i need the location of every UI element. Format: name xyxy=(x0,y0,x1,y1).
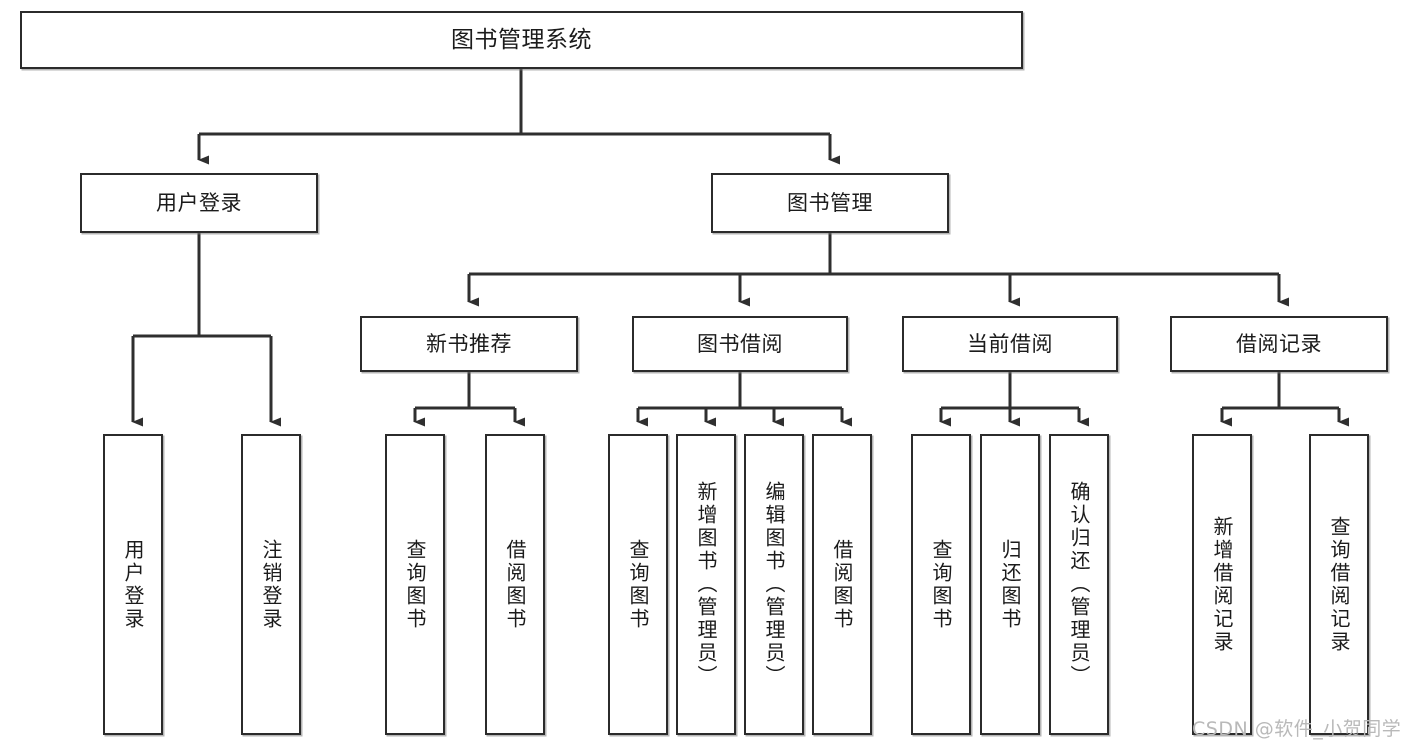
leaf-user-login-logout[interactable]: 注销登录 xyxy=(241,434,301,735)
csdn-watermark: CSDN @软件_小贺同学 xyxy=(1192,718,1402,740)
leaf-current-query-book-label: 查询图书 xyxy=(929,538,953,631)
node-book-borrow[interactable]: 图书借阅 xyxy=(632,316,848,372)
leaf-borrow-borrow-book-label: 借阅图书 xyxy=(830,538,854,631)
node-borrow-record-label: 借阅记录 xyxy=(1236,331,1322,356)
leaf-record-add-record[interactable]: 新增借阅记录 xyxy=(1192,434,1252,735)
leaf-user-login-login[interactable]: 用户登录 xyxy=(103,434,163,735)
node-new-book-recommend-label: 新书推荐 xyxy=(426,331,512,356)
leaf-borrow-borrow-book[interactable]: 借阅图书 xyxy=(812,434,872,735)
node-borrow-record[interactable]: 借阅记录 xyxy=(1170,316,1388,372)
leaf-borrow-query-book[interactable]: 查询图书 xyxy=(608,434,668,735)
leaf-recommend-query-book-label: 查询图书 xyxy=(403,538,427,631)
leaf-recommend-borrow-book[interactable]: 借阅图书 xyxy=(485,434,545,735)
node-book-management[interactable]: 图书管理 xyxy=(711,173,949,233)
leaf-borrow-edit-book-admin-label: 编辑图书（管理员） xyxy=(762,481,786,688)
node-root-system-label: 图书管理系统 xyxy=(451,26,592,53)
leaf-borrow-query-book-label: 查询图书 xyxy=(626,538,650,631)
node-new-book-recommend[interactable]: 新书推荐 xyxy=(360,316,578,372)
leaf-record-query-record-label: 查询借阅记录 xyxy=(1327,515,1351,654)
node-user-login[interactable]: 用户登录 xyxy=(80,173,318,233)
leaf-current-return-book[interactable]: 归还图书 xyxy=(980,434,1040,735)
leaf-current-return-book-label: 归还图书 xyxy=(998,538,1022,631)
leaf-record-query-record[interactable]: 查询借阅记录 xyxy=(1309,434,1369,735)
leaf-current-query-book[interactable]: 查询图书 xyxy=(911,434,971,735)
node-current-borrow[interactable]: 当前借阅 xyxy=(902,316,1118,372)
node-root-system[interactable]: 图书管理系统 xyxy=(20,11,1023,69)
leaf-record-add-record-label: 新增借阅记录 xyxy=(1210,515,1234,654)
leaf-borrow-add-book-admin-label: 新增图书（管理员） xyxy=(694,481,718,688)
node-current-borrow-label: 当前借阅 xyxy=(967,331,1053,356)
node-book-management-label: 图书管理 xyxy=(787,190,873,215)
node-user-login-label: 用户登录 xyxy=(156,190,242,215)
leaf-user-login-logout-label: 注销登录 xyxy=(259,538,283,631)
leaf-recommend-query-book[interactable]: 查询图书 xyxy=(385,434,445,735)
leaf-borrow-edit-book-admin[interactable]: 编辑图书（管理员） xyxy=(744,434,804,735)
node-book-borrow-label: 图书借阅 xyxy=(697,331,783,356)
leaf-current-confirm-return-admin[interactable]: 确认归还（管理员） xyxy=(1049,434,1109,735)
leaf-recommend-borrow-book-label: 借阅图书 xyxy=(503,538,527,631)
leaf-current-confirm-return-admin-label: 确认归还（管理员） xyxy=(1067,481,1091,688)
leaf-user-login-login-label: 用户登录 xyxy=(121,538,145,631)
leaf-borrow-add-book-admin[interactable]: 新增图书（管理员） xyxy=(676,434,736,735)
